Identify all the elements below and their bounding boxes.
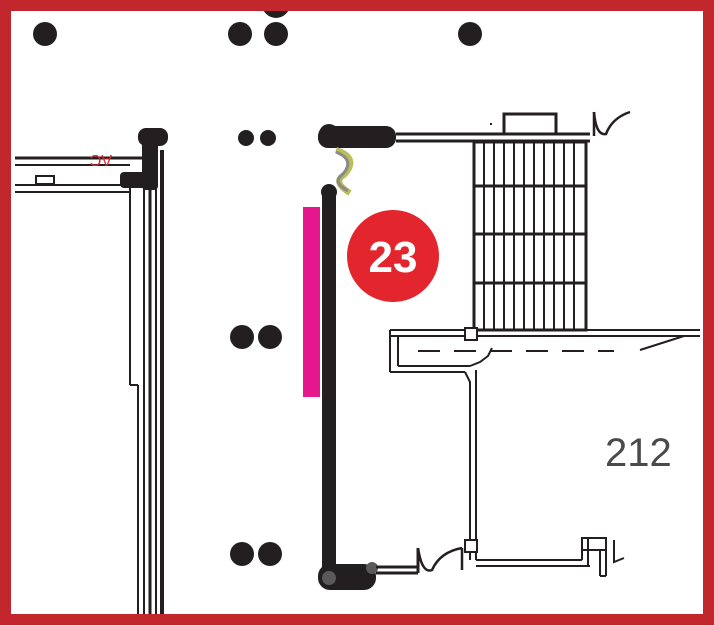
column-dot-icon [258,325,282,349]
counter-edge [639,335,685,351]
column-dot-icon [260,130,276,146]
left-wall-assembly [15,135,164,625]
column-dot-icon [264,22,288,46]
column-dot-icon [238,130,254,146]
bottom-wall [376,546,464,575]
room-212-walls [389,327,700,577]
column-dot-icon [33,22,57,46]
stair-grid [472,140,588,332]
hinge-icon [319,124,354,200]
location-marker-icon[interactable]: 23 [347,210,439,302]
column-dot-icon [258,542,282,566]
marker-number: 23 [369,233,418,282]
ac-label: AC [90,151,112,168]
column-dots-interior [230,130,282,566]
corridor-wall [318,185,378,590]
column-dot-icon [230,325,254,349]
door-swing-icon [592,110,631,136]
column-dot-icon [228,22,252,46]
left-wall-caps [120,128,168,190]
column-dot-icon [458,22,482,46]
column-dot-icon [230,542,254,566]
highlighted-wall-segment [303,207,320,397]
room-number-label: 212 [605,431,672,475]
